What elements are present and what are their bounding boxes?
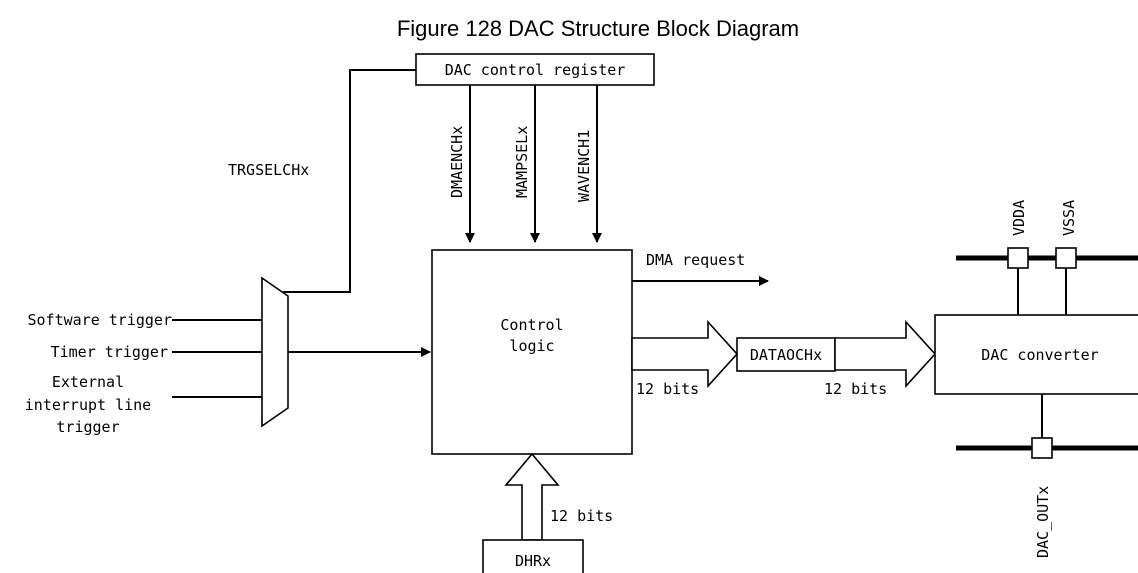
dmaen-label: DMAENCHx: [448, 126, 466, 198]
external-trigger-label-line2: interrupt line: [25, 396, 151, 414]
dac-converter-box: [934, 314, 1138, 395]
dataoch-label: DATAOCHx: [750, 346, 822, 364]
dhr-to-control-bus-arrow: [504, 452, 560, 541]
dhr-box: [482, 539, 584, 573]
vdda-label: VDDA: [1010, 200, 1028, 236]
trgsel-label: TRGSELCHx: [228, 161, 309, 179]
software-trigger-label: Software trigger: [28, 311, 173, 329]
trigger-mux: [261, 276, 289, 428]
dac-out-label: DAC_OUTx: [1034, 486, 1052, 558]
dac-converter-label: DAC converter: [981, 346, 1098, 364]
bits-label-ctrl-data: 12 bits: [636, 380, 699, 398]
waven-label: WAVENCH1: [575, 130, 593, 202]
vssa-label: VSSA: [1060, 200, 1078, 236]
vssa-pin: [1055, 247, 1077, 269]
external-trigger-label-line3: trigger: [56, 418, 119, 436]
control-logic-label-line2: logic: [509, 337, 554, 355]
vdda-pin: [1007, 247, 1029, 269]
external-trigger-label-line1: External: [52, 373, 124, 391]
mampsel-label: MAMPSELx: [513, 126, 531, 198]
timer-trigger-label: Timer trigger: [51, 343, 168, 361]
dataoch-to-converter-bus-arrow: [834, 319, 937, 389]
control-logic-label-line1: Control: [500, 316, 563, 334]
bits-label-dhr: 12 bits: [550, 507, 613, 525]
control-logic-box: [431, 249, 633, 455]
dhr-label: DHRx: [515, 552, 551, 570]
dac-control-register-label: DAC control register: [445, 61, 626, 79]
control-to-dataoch-bus-arrow: [631, 319, 739, 389]
figure-title: Figure 128 DAC Structure Block Diagram: [397, 16, 799, 41]
bits-label-data-conv: 12 bits: [824, 380, 887, 398]
trgsel-line: [283, 69, 416, 293]
dac-out-pin: [1031, 437, 1053, 459]
dma-request-label: DMA request: [646, 251, 745, 269]
